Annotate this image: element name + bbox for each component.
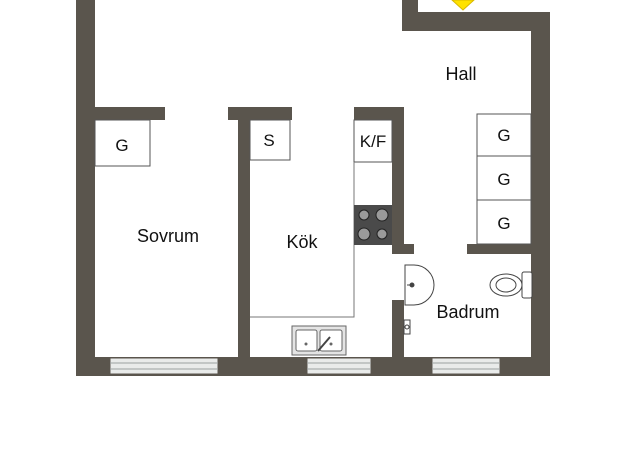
- room-label-hall: Hall: [445, 64, 476, 84]
- stove-icon: [354, 205, 392, 245]
- window-bedroom: [109, 357, 219, 375]
- toilet-icon: [489, 271, 533, 299]
- fridge-freezer: K/F: [353, 119, 393, 163]
- bath-north-wall: [467, 244, 537, 254]
- west-exterior-wall: [76, 0, 95, 376]
- fridge-north-wall: [354, 107, 404, 120]
- kitchen-sink-icon: [291, 325, 347, 356]
- room-label-kok: Kök: [286, 232, 318, 252]
- hall-wardrobe-label: G: [497, 126, 510, 145]
- windows: [109, 357, 501, 375]
- hall-wardrobe-label: G: [497, 214, 510, 233]
- kitchen-north-wall: [228, 107, 292, 120]
- entry-wall-post: [402, 0, 418, 31]
- bath-door-jamb: [404, 244, 414, 254]
- bedroom-wardrobe-label: G: [115, 136, 128, 155]
- fridge-freezer-label: K/F: [360, 132, 386, 151]
- hall-wardrobe: [476, 113, 532, 157]
- north-wall-hall: [418, 12, 550, 31]
- entrance-marker-icon: [451, 0, 475, 11]
- kitchen-bath-wall: [392, 300, 404, 360]
- bedroom-kitchen-wall: [238, 107, 250, 359]
- hall-wardrobes: G G G: [476, 113, 532, 245]
- east-exterior-wall: [531, 12, 550, 376]
- room-label-sovrum: Sovrum: [137, 226, 199, 246]
- bedroom-north-wall: [76, 107, 165, 120]
- kitchen-hall-wall: [392, 107, 404, 254]
- window-bathroom: [431, 357, 501, 375]
- bedroom-wardrobe: G: [94, 119, 151, 167]
- kitchen-cabinet-label: S: [263, 131, 274, 150]
- washbasin-icon: [404, 264, 435, 306]
- window-kitchen: [306, 357, 372, 375]
- floor-drain-icon: [403, 319, 411, 335]
- hall-wardrobe-label: G: [497, 170, 510, 189]
- hall-wardrobe: [476, 199, 532, 245]
- room-label-badrum: Badrum: [436, 302, 499, 322]
- kitchen-cabinet: S: [249, 119, 291, 161]
